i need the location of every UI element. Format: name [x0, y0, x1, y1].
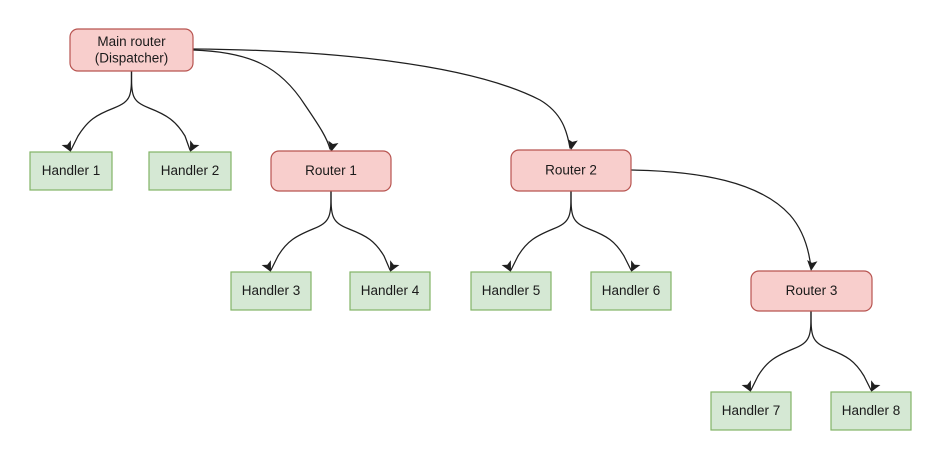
edge-router-2-to-router-3	[630, 169, 818, 271]
edges-layer	[61, 48, 881, 392]
edge-router-1-to-handler-3	[261, 190, 332, 272]
node-handler-1[interactable]: Handler 1	[29, 151, 113, 191]
edge-line	[630, 169, 812, 269]
handler-8-shape[interactable]	[830, 391, 912, 431]
arrowhead-icon	[390, 260, 400, 272]
router-1-shape[interactable]	[270, 150, 392, 192]
node-handler-2[interactable]: Handler 2	[148, 151, 232, 191]
handler-1-shape[interactable]	[29, 151, 113, 191]
edge-line	[810, 310, 872, 391]
edge-router-3-to-handler-7	[741, 310, 812, 392]
handler-3-shape[interactable]	[230, 271, 312, 311]
edge-main-router-to-router-2	[192, 48, 578, 150]
edge-router-3-to-handler-8	[810, 310, 881, 392]
node-handler-5[interactable]: Handler 5	[470, 271, 552, 311]
handler-7-shape[interactable]	[710, 391, 792, 431]
node-handler-6[interactable]: Handler 6	[590, 271, 672, 311]
node-handler-8[interactable]: Handler 8	[830, 391, 912, 431]
node-handler-3[interactable]: Handler 3	[230, 271, 312, 311]
main-router-shape[interactable]	[69, 28, 194, 72]
edge-line	[192, 48, 571, 149]
node-main-router[interactable]: Main router(Dispatcher)	[69, 28, 194, 72]
edge-main-router-to-handler-2	[130, 70, 200, 152]
arrowhead-icon	[741, 380, 751, 392]
handler-6-shape[interactable]	[590, 271, 672, 311]
edge-router-2-to-handler-6	[570, 190, 641, 272]
node-handler-7[interactable]: Handler 7	[710, 391, 792, 431]
arrowhead-icon	[631, 260, 641, 272]
handler-2-shape[interactable]	[148, 151, 232, 191]
router-3-shape[interactable]	[750, 270, 873, 312]
node-router-3[interactable]: Router 3	[750, 270, 873, 312]
edge-line	[70, 70, 133, 151]
edge-line	[130, 70, 191, 151]
node-handler-4[interactable]: Handler 4	[349, 271, 431, 311]
edge-router-1-to-handler-4	[330, 190, 400, 272]
arrowhead-icon	[190, 140, 200, 152]
arrowhead-icon	[567, 138, 578, 150]
arrowhead-icon	[61, 140, 71, 152]
arrowhead-icon	[328, 140, 339, 152]
handler-5-shape[interactable]	[470, 271, 552, 311]
arrowhead-icon	[807, 259, 818, 271]
edge-main-router-to-handler-1	[61, 70, 133, 152]
edge-router-2-to-handler-5	[501, 190, 572, 272]
node-router-2[interactable]: Router 2	[510, 149, 632, 192]
edge-line	[270, 190, 332, 271]
edge-main-router-to-router-1	[192, 49, 339, 152]
arrowhead-icon	[501, 260, 511, 272]
arrowhead-icon	[871, 380, 881, 392]
edge-line	[510, 190, 572, 271]
node-router-1[interactable]: Router 1	[270, 150, 392, 192]
edge-line	[330, 190, 391, 271]
edge-line	[750, 310, 812, 391]
handler-4-shape[interactable]	[349, 271, 431, 311]
edge-line	[570, 190, 632, 271]
edge-line	[192, 49, 331, 150]
router-2-shape[interactable]	[510, 149, 632, 192]
arrowhead-icon	[261, 260, 271, 272]
nodes-layer: Main router(Dispatcher) Handler 1 Handler …	[29, 28, 912, 431]
